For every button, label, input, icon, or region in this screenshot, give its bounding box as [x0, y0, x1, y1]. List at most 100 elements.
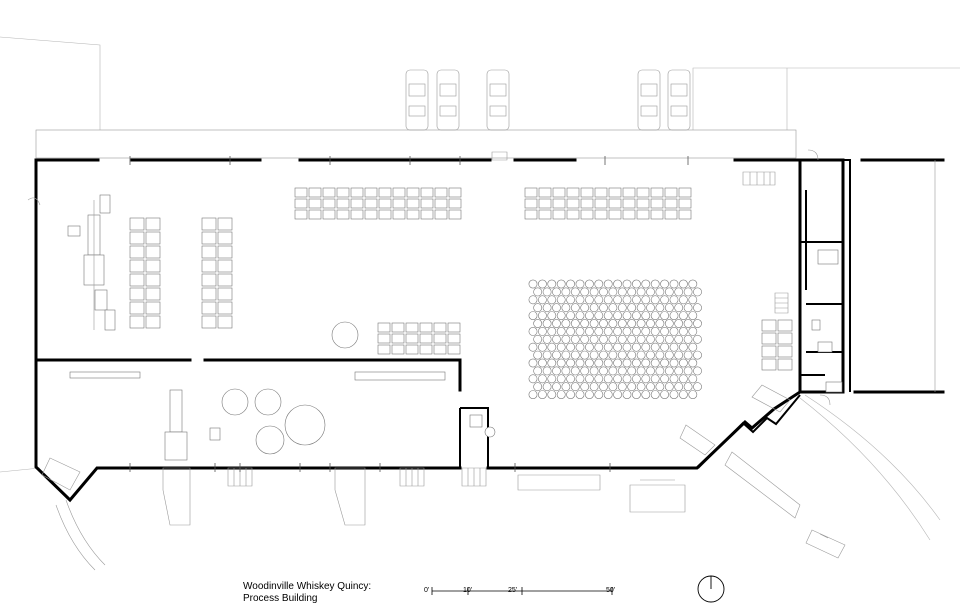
pallet — [364, 187, 378, 198]
car-rear-window — [439, 105, 457, 117]
barrel-icon — [599, 303, 608, 313]
pallet — [447, 333, 461, 344]
barrel-icon — [580, 366, 590, 376]
pallet — [777, 358, 793, 371]
barrel-icon — [603, 311, 613, 320]
barrel-icon — [575, 279, 585, 289]
pallet — [448, 198, 462, 209]
barrel-icon — [664, 334, 674, 344]
barrel-icon — [533, 350, 543, 360]
pallet — [217, 259, 233, 273]
barrel-icon — [603, 358, 613, 368]
barrel-icon — [622, 311, 632, 320]
barrel-icon — [641, 342, 651, 352]
barrel-icon — [613, 326, 622, 336]
barrel-icon — [617, 319, 627, 328]
pallet — [350, 187, 364, 198]
barrel-storage — [528, 279, 702, 399]
barrel-icon — [632, 279, 641, 289]
barrel-icon — [570, 287, 580, 297]
barrel-icon — [575, 295, 585, 305]
barrel-icon — [636, 350, 646, 360]
car-windshield — [439, 83, 457, 97]
barrel-icon — [589, 350, 599, 360]
barrel-icon — [547, 311, 557, 320]
pallet — [538, 187, 552, 198]
barrel-icon — [622, 342, 632, 352]
barrel-icon — [693, 319, 702, 328]
barrel-icon — [655, 350, 665, 360]
barrel-icon — [632, 358, 641, 368]
barrel-icon — [660, 358, 669, 368]
barrel-icon — [650, 374, 660, 384]
barrel-icon — [528, 279, 538, 289]
barrel-icon — [608, 350, 618, 360]
pallet — [377, 322, 391, 333]
pallet — [129, 273, 145, 287]
barrel-icon — [660, 326, 669, 336]
scale-label-25: 25' — [508, 587, 517, 594]
barrel-icon — [528, 295, 538, 305]
barrel-icon — [603, 342, 613, 352]
north-arrow-icon — [697, 575, 725, 603]
pallet — [294, 209, 308, 220]
barrel-icon — [533, 382, 543, 392]
barrel-icon — [552, 350, 561, 360]
barrel-icon — [599, 334, 608, 344]
barrel-icon — [580, 303, 590, 313]
barrel-icon — [608, 366, 618, 376]
pallet — [608, 187, 622, 198]
barrel-icon — [627, 303, 637, 313]
pallet — [580, 187, 594, 198]
pallet — [433, 322, 447, 333]
barrel-icon — [688, 326, 698, 336]
barrel-icon — [679, 295, 688, 305]
barrel-icon — [533, 303, 543, 313]
barrel-icon — [679, 326, 688, 336]
barrel-icon — [542, 350, 552, 360]
barrel-icon — [599, 382, 608, 392]
barrel-icon — [580, 319, 590, 328]
barrel-icon — [674, 350, 684, 360]
barrel-icon — [655, 319, 665, 328]
pallet — [308, 209, 322, 220]
barrel-icon — [566, 311, 575, 320]
barrel-icon — [683, 382, 693, 392]
barrel-icon — [622, 279, 632, 289]
barrel-icon — [683, 350, 693, 360]
barrel-icon — [561, 334, 571, 344]
pallet — [524, 198, 538, 209]
pallet — [405, 322, 419, 333]
pallet — [448, 187, 462, 198]
barrel-icon — [613, 311, 622, 320]
scale-label-50: 50' — [606, 587, 615, 594]
pallet — [777, 345, 793, 358]
barrel-icon — [575, 374, 585, 384]
barrel-icon — [570, 334, 580, 344]
pallet — [201, 301, 217, 315]
barrel-icon — [688, 390, 698, 399]
pallet — [594, 187, 608, 198]
barrel-icon — [552, 366, 561, 376]
pallet — [678, 209, 692, 220]
barrel-icon — [528, 358, 538, 368]
barrel-icon — [547, 326, 557, 336]
pallet — [145, 259, 161, 273]
barrel-icon — [617, 303, 627, 313]
barrel-icon — [542, 334, 552, 344]
barrel-icon — [575, 358, 585, 368]
car-windshield — [670, 83, 688, 97]
barrel-icon — [646, 366, 655, 376]
barrel-icon — [603, 326, 613, 336]
barrel-icon — [650, 390, 660, 399]
barrel-icon — [669, 358, 679, 368]
service-wing — [798, 158, 945, 394]
pallet — [364, 209, 378, 220]
barrel-icon — [669, 342, 679, 352]
barrel-icon — [674, 319, 684, 328]
pallet — [129, 231, 145, 245]
barrel-icon — [538, 295, 547, 305]
barrel-icon — [538, 342, 547, 352]
barrel-icon — [561, 382, 571, 392]
